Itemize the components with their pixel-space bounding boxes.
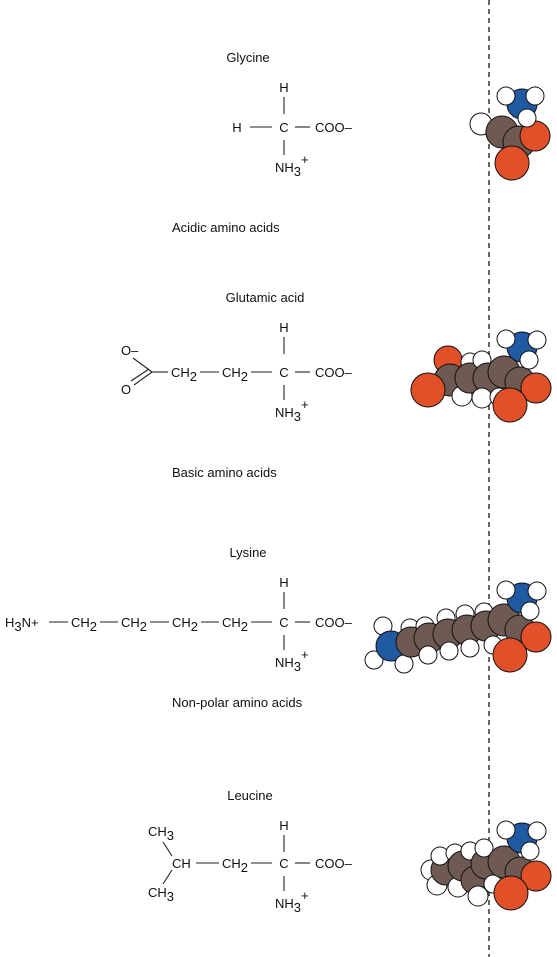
lysine-ch2-1: CH2 xyxy=(71,615,97,634)
lysine-ch2-3: CH2 xyxy=(172,615,198,634)
glutamic-ch2-1: CH2 xyxy=(171,365,197,384)
bond xyxy=(162,869,173,885)
leucine-space-filling-model xyxy=(420,820,552,911)
hydrogen-atom xyxy=(474,838,494,858)
leucine-structure: Leucine H CH3 CH3 CH CH2 C COO– NH3+ xyxy=(148,788,353,915)
hydrogen-atom xyxy=(520,841,540,861)
glutamic-name: Glutamic acid xyxy=(226,290,305,305)
lysine-alpha-c: C xyxy=(279,615,288,630)
hydrogen-atom xyxy=(496,86,516,106)
leucine-top-h: H xyxy=(279,818,288,833)
oxygen-atom xyxy=(494,145,530,181)
lysine-ch2-2: CH2 xyxy=(121,615,147,634)
hydrogen-atom xyxy=(519,350,539,370)
glutamic-ch2-2: CH2 xyxy=(222,365,248,384)
oxygen-atom xyxy=(493,875,529,911)
glutamic-top-h: H xyxy=(279,320,288,335)
hydrogen-atom xyxy=(527,581,547,601)
oxygen-atom xyxy=(520,372,552,404)
bond xyxy=(133,371,153,386)
glycine-top-h: H xyxy=(279,80,288,95)
hydrogen-atom xyxy=(520,601,540,621)
hydrogen-atom xyxy=(460,638,480,658)
glutamic-o: O xyxy=(121,382,131,397)
bond xyxy=(132,357,153,373)
hydrogen-atom xyxy=(496,329,516,349)
lysine-top-h: H xyxy=(279,575,288,590)
glycine-structure: Glycine H H C COO– NH3+ xyxy=(226,50,352,179)
leucine-ch3-top: CH3 xyxy=(148,824,174,843)
glycine-name: Glycine xyxy=(226,50,269,65)
lysine-ch2-4: CH2 xyxy=(222,615,248,634)
glycine-alpha-c: C xyxy=(279,120,288,135)
oxygen-atom xyxy=(410,372,446,408)
lysine-structure: Lysine H H3N+ CH2 CH2 CH2 CH2 C COO– NH3… xyxy=(5,545,353,674)
lysine-amine: NH3+ xyxy=(275,647,309,674)
hydrogen-atom xyxy=(439,641,459,661)
lysine-ammonium: H3N+ xyxy=(5,615,39,634)
leucine-ch2: CH2 xyxy=(222,856,248,875)
section-label-nonpolar: Non-polar amino acids xyxy=(172,695,303,710)
glutamic-alpha-c: C xyxy=(279,365,288,380)
oxygen-atom xyxy=(492,637,528,673)
hydrogen-atom xyxy=(525,86,545,106)
hydrogen-atom xyxy=(418,645,438,665)
glutamic-amine: NH3+ xyxy=(275,397,309,424)
hydrogen-atom xyxy=(527,821,547,841)
hydrogen-atom xyxy=(364,650,384,670)
bond xyxy=(162,841,173,857)
leucine-ch3-bottom: CH3 xyxy=(148,885,174,904)
leucine-name: Leucine xyxy=(227,788,273,803)
section-label-basic: Basic amino acids xyxy=(172,465,277,480)
hydrogen-atom xyxy=(471,387,493,409)
oxygen-atom xyxy=(520,860,552,892)
glycine-space-filling-model xyxy=(469,86,551,181)
glutamic-o-minus: O– xyxy=(121,343,139,358)
bond xyxy=(130,368,150,382)
leucine-amine: NH3+ xyxy=(275,888,309,915)
glycine-left-h: H xyxy=(232,120,241,135)
glutamic-carboxylate: COO– xyxy=(315,365,353,380)
section-label-acidic: Acidic amino acids xyxy=(172,220,280,235)
hydrogen-atom xyxy=(467,885,489,907)
hydrogen-atom xyxy=(517,108,537,128)
hydrogen-atom xyxy=(394,654,414,674)
lysine-name: Lysine xyxy=(229,545,266,560)
hydrogen-atom xyxy=(496,580,516,600)
glutamic-acid-structure: Glutamic acid H O– O CH2 CH2 C COO– NH3+ xyxy=(121,290,353,424)
leucine-ch: CH xyxy=(172,856,191,871)
oxygen-atom xyxy=(492,387,528,423)
glycine-amine: NH3+ xyxy=(275,152,309,179)
hydrogen-atom xyxy=(527,330,547,350)
leucine-alpha-c: C xyxy=(279,856,288,871)
oxygen-atom xyxy=(520,621,552,653)
lysine-carboxylate: COO– xyxy=(315,615,353,630)
lysine-space-filling-model xyxy=(364,580,552,674)
leucine-carboxylate: COO– xyxy=(315,856,353,871)
glycine-carboxylate: COO– xyxy=(315,120,353,135)
hydrogen-atom xyxy=(496,820,516,840)
glutamic-acid-space-filling-model xyxy=(410,329,552,423)
